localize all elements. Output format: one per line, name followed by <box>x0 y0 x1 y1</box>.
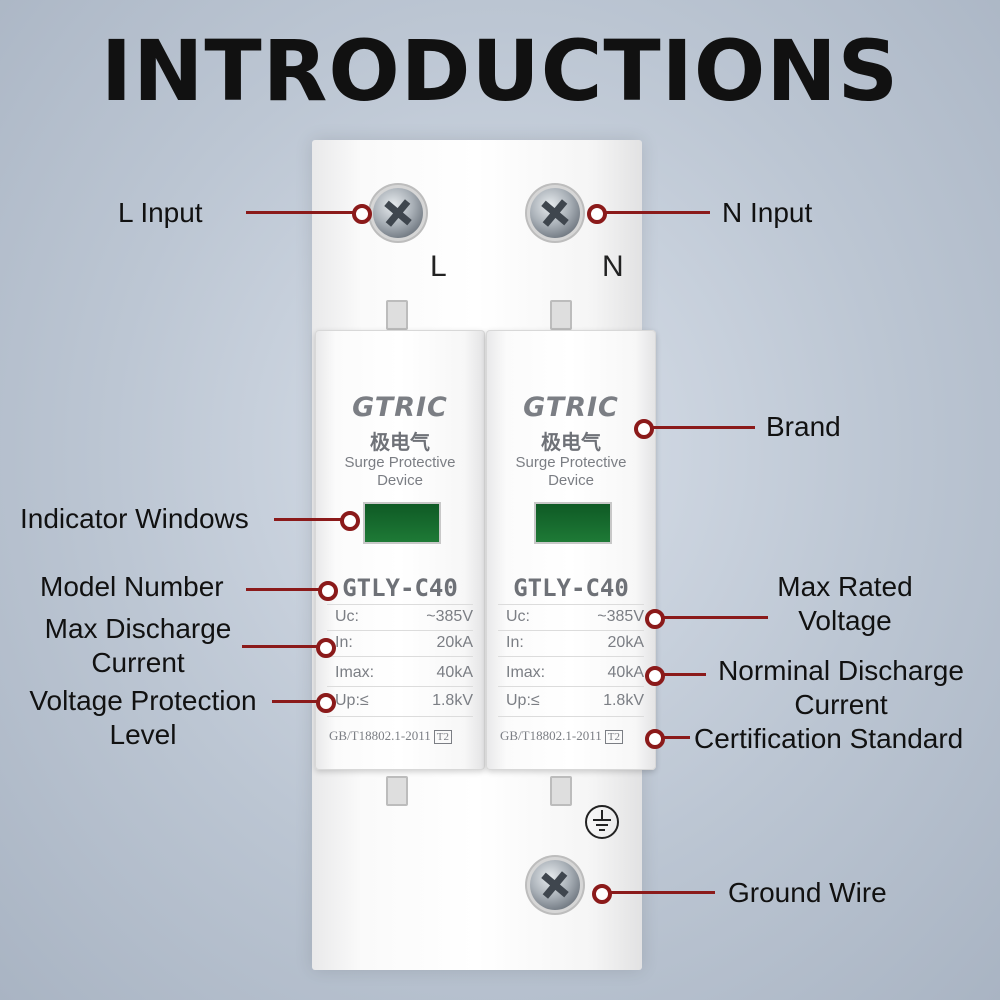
n-terminal-screw-icon <box>530 188 580 238</box>
device-description: Surge Protective Device <box>515 454 627 489</box>
callout-l-input: L Input <box>118 197 203 228</box>
bottom-slot-left <box>386 776 408 806</box>
brand-logo: GTRIC <box>523 392 619 423</box>
callout-line <box>242 645 318 648</box>
callout-line <box>609 891 715 894</box>
callout-brand: Brand <box>766 411 841 442</box>
callout-dot <box>316 638 336 658</box>
page-title: INTRODUCTIONS <box>100 22 900 120</box>
callout-dot <box>587 204 607 224</box>
brand-cn: 极电气 <box>370 430 430 454</box>
protection-module-right: GTRIC 极电气 Surge Protective Device GTLY-C… <box>486 330 656 770</box>
callout-line <box>651 426 755 429</box>
callout-voltage-protection-level: Voltage Protection Level <box>29 685 257 750</box>
indicator-window <box>363 502 441 544</box>
l-terminal-screw-icon <box>373 188 423 238</box>
ground-terminal-screw-icon <box>530 860 580 910</box>
callout-max-rated-voltage: Max Rated Voltage <box>777 571 913 636</box>
callout-dot <box>645 729 665 749</box>
callout-dot <box>316 693 336 713</box>
callout-dot <box>340 511 360 531</box>
top-slot-left <box>386 300 408 330</box>
callout-n-input: N Input <box>722 197 813 228</box>
bottom-slot-right <box>550 776 572 806</box>
callout-dot <box>645 609 665 629</box>
terminal-label-l: L <box>430 250 447 283</box>
callout-dot <box>645 666 665 686</box>
callout-ground-wire: Ground Wire <box>728 877 887 908</box>
brand-logo: GTRIC <box>352 392 448 423</box>
callout-model-number: Model Number <box>40 571 224 602</box>
callout-indicator-windows: Indicator Windows <box>20 503 249 534</box>
callout-line <box>662 616 768 619</box>
indicator-window <box>534 502 612 544</box>
callout-line <box>272 700 318 703</box>
device-description: Surge Protective Device <box>344 454 456 489</box>
callout-nominal-discharge-current: Norminal Discharge Current <box>718 655 964 720</box>
callout-line <box>662 673 706 676</box>
callout-dot <box>592 884 612 904</box>
callout-line <box>246 588 320 591</box>
callout-dot <box>634 419 654 439</box>
model-number: GTLY-C40 <box>513 574 629 602</box>
callout-line <box>662 736 690 739</box>
protection-module-left: GTRIC 极电气 Surge Protective Device GTLY-C… <box>315 330 485 770</box>
callout-max-discharge-current: Max Discharge Current <box>44 613 232 678</box>
callout-dot <box>352 204 372 224</box>
callout-certification-standard: Certification Standard <box>694 723 964 754</box>
callout-dot <box>318 581 338 601</box>
top-slot-right <box>550 300 572 330</box>
callout-line <box>604 211 710 214</box>
brand-cn: 极电气 <box>541 430 601 454</box>
ground-symbol-icon <box>585 805 619 839</box>
model-number: GTLY-C40 <box>342 574 458 602</box>
callout-line <box>274 518 342 521</box>
terminal-label-n: N <box>602 250 624 283</box>
callout-line <box>246 211 356 214</box>
